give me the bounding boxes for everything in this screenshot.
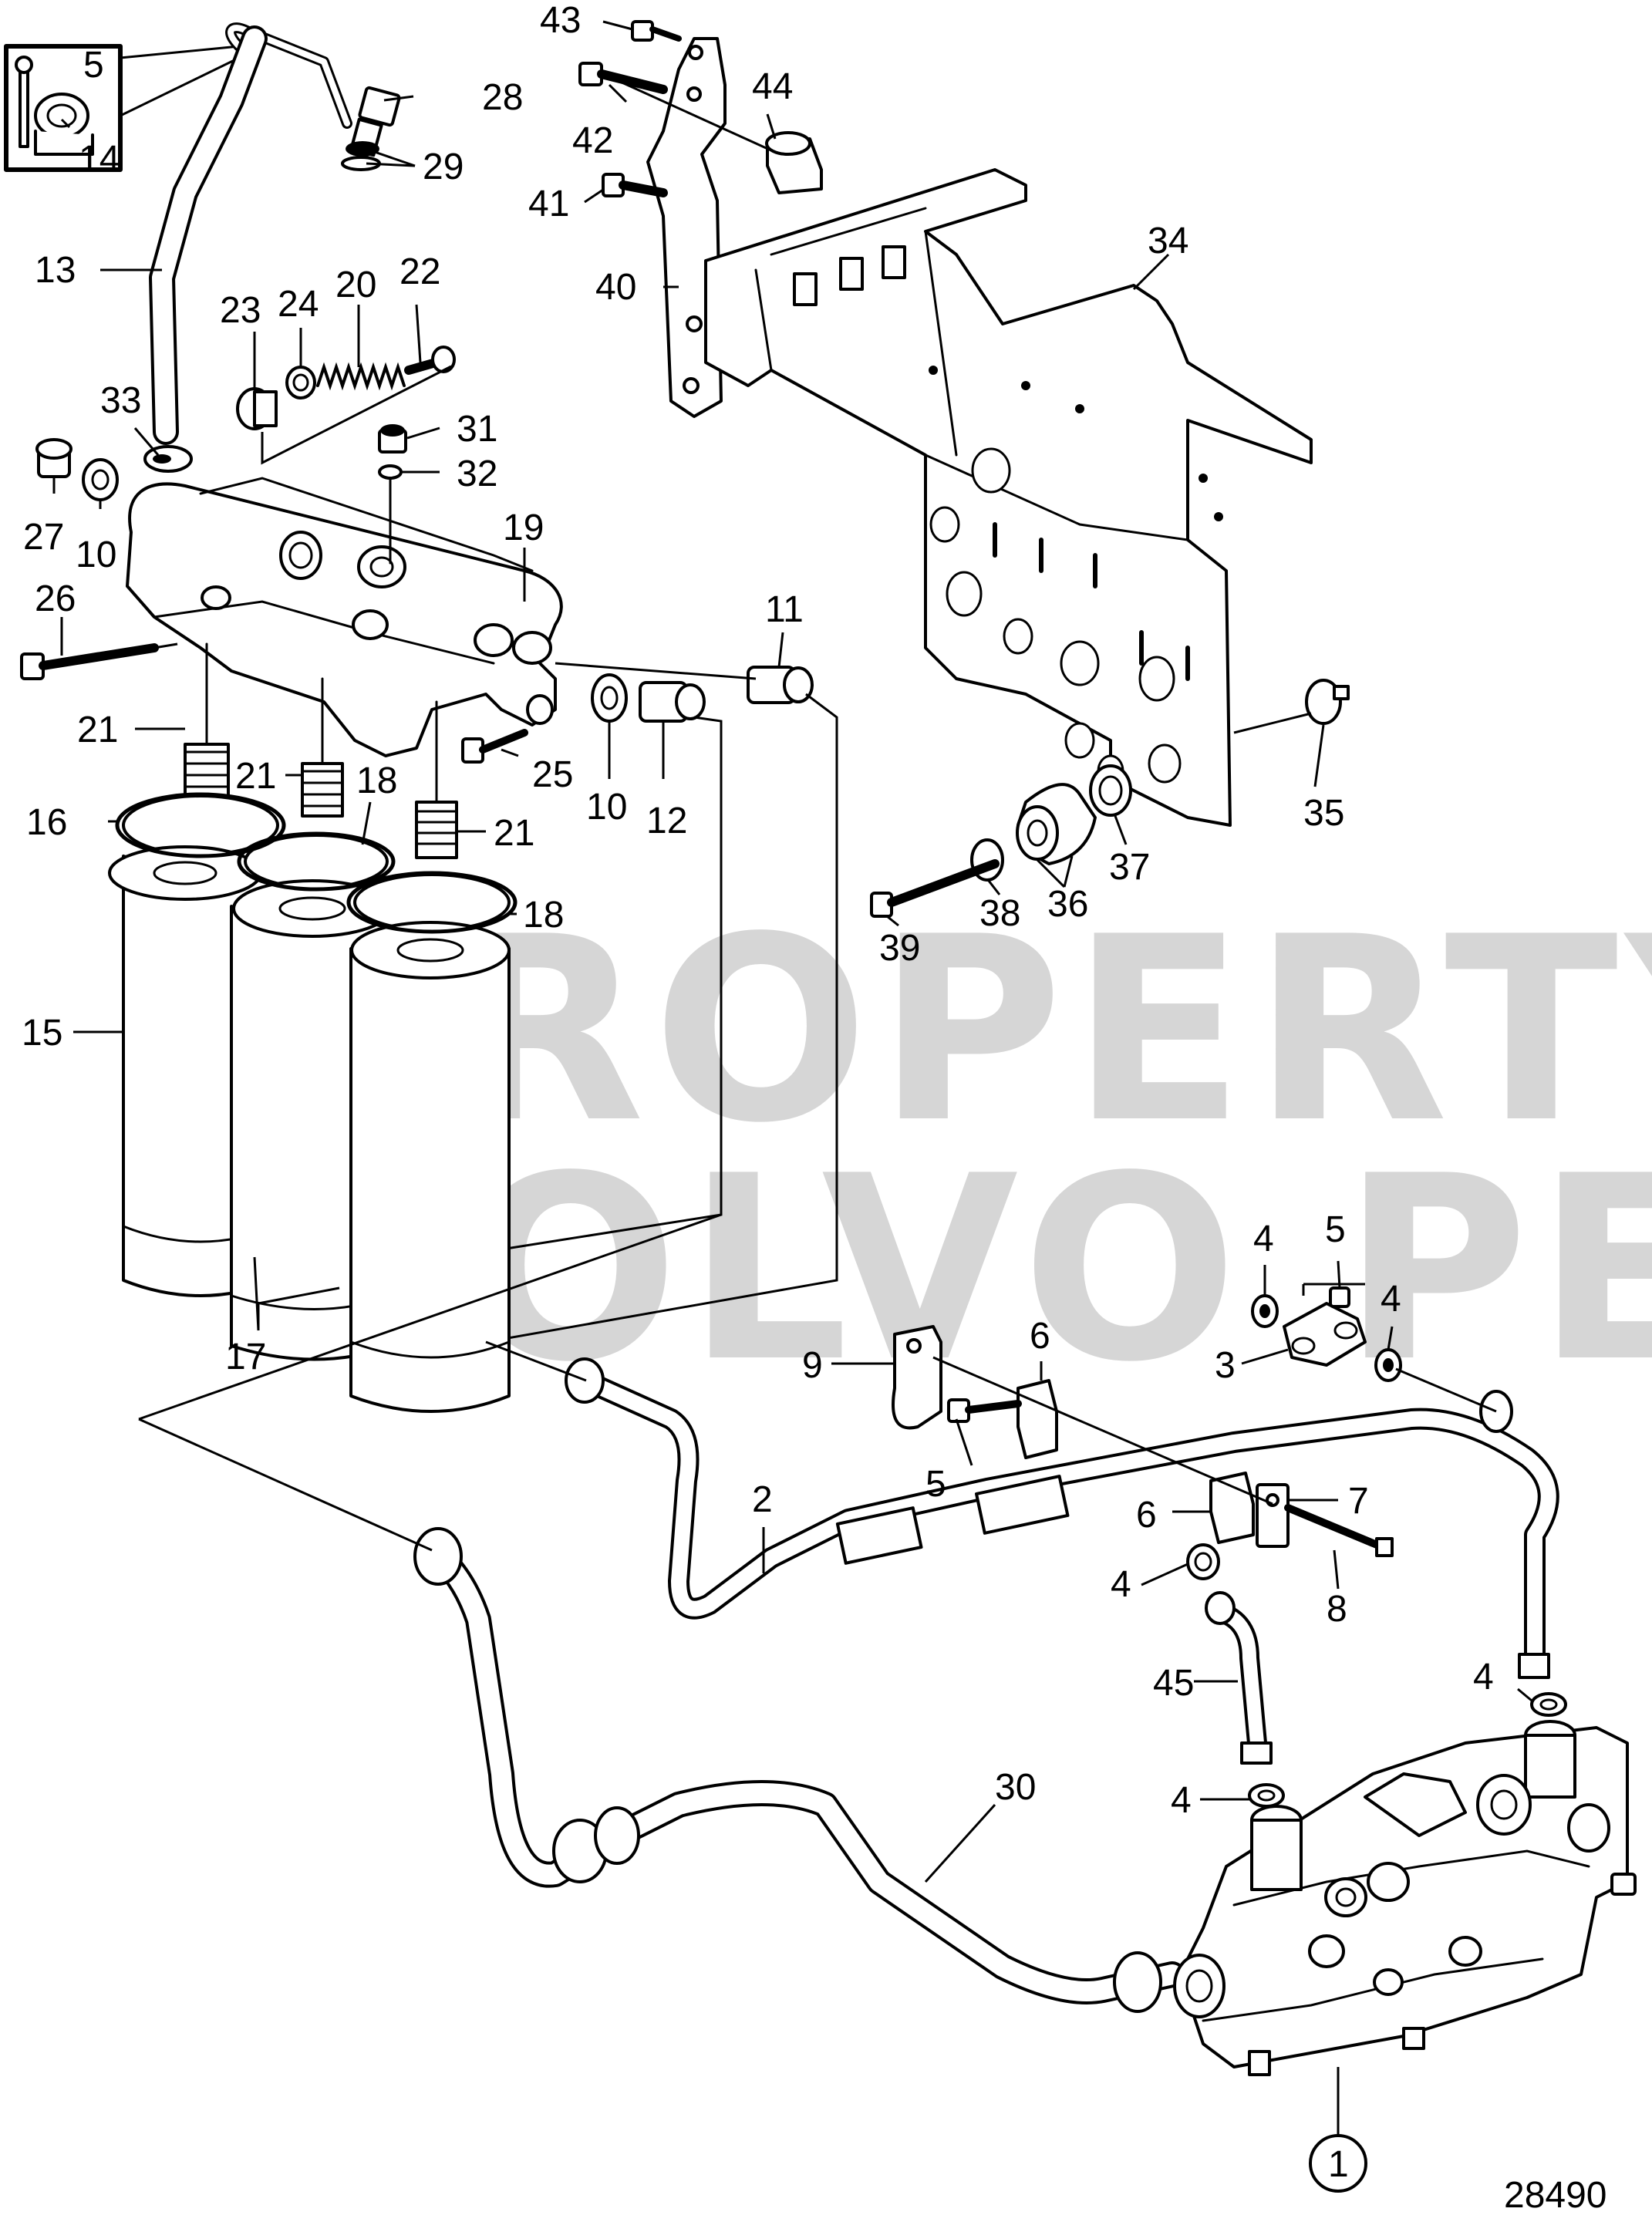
callout-4-pipe: 4 xyxy=(1111,1564,1131,1605)
mounting-bracket-34 xyxy=(704,168,1313,827)
fittings-10-11-12 xyxy=(485,662,838,1344)
plug-31 xyxy=(378,424,407,565)
rubber-mount xyxy=(870,679,1350,918)
callout-10-top: 10 xyxy=(76,534,116,575)
callout-6-upper: 6 xyxy=(1030,1316,1050,1357)
callout-4-cooler-right: 4 xyxy=(1473,1657,1494,1698)
callout-37: 37 xyxy=(1109,847,1150,888)
callout-17: 17 xyxy=(225,1337,266,1377)
banjo-bolt-28 xyxy=(341,86,401,171)
callout-31: 31 xyxy=(457,409,497,450)
inset-detail xyxy=(4,44,240,172)
callout-1: 1 xyxy=(1328,2144,1349,2185)
pipe-clamps xyxy=(892,1325,1394,1557)
callout-34: 34 xyxy=(1148,221,1188,261)
callout-21-left: 21 xyxy=(77,710,118,750)
callout-4-cooler-left: 4 xyxy=(1171,1780,1192,1821)
bolt-26 xyxy=(20,642,178,680)
callout-38: 38 xyxy=(979,893,1020,934)
oil-cooler-housing xyxy=(1173,1720,1637,2136)
callout-6-lower: 6 xyxy=(1136,1495,1157,1536)
callout-30: 30 xyxy=(995,1767,1036,1808)
callout-11: 11 xyxy=(765,589,804,630)
callout-27: 27 xyxy=(23,517,64,558)
callout-42: 42 xyxy=(572,120,613,161)
callout-21-right: 21 xyxy=(494,813,534,854)
callout-18-top: 18 xyxy=(356,760,397,801)
callout-12: 12 xyxy=(646,801,687,841)
filter-housing xyxy=(126,477,563,757)
drawing-number: 28490 xyxy=(1504,2175,1606,2216)
callout-29: 29 xyxy=(423,147,464,187)
callout-14: 14 xyxy=(79,139,120,180)
callout-numbers: 43 44 42 41 40 5 14 28 29 13 23 24 20 22… xyxy=(22,0,1606,2216)
callout-24: 24 xyxy=(278,284,319,325)
callout-7: 7 xyxy=(1348,1481,1369,1522)
callout-18-right: 18 xyxy=(523,895,564,936)
callout-41: 41 xyxy=(528,184,569,224)
callout-4-flange-left: 4 xyxy=(1253,1219,1274,1259)
relief-valve-parts xyxy=(236,346,456,465)
callout-26: 26 xyxy=(35,578,76,619)
callout-13: 13 xyxy=(35,250,76,291)
callout-22: 22 xyxy=(400,251,440,292)
callout-5-flange: 5 xyxy=(1325,1209,1346,1250)
callout-39: 39 xyxy=(879,928,920,969)
callout-33: 33 xyxy=(100,380,141,421)
callout-44: 44 xyxy=(752,66,793,107)
plug-27 xyxy=(35,438,119,501)
callout-3: 3 xyxy=(1215,1345,1236,1386)
flange-3 xyxy=(1186,1283,1567,1808)
callout-2: 2 xyxy=(752,1479,773,1520)
callout-9: 9 xyxy=(802,1345,823,1386)
callout-45: 45 xyxy=(1153,1663,1194,1704)
callout-20: 20 xyxy=(335,265,376,305)
callout-16: 16 xyxy=(26,802,67,843)
bolt-25 xyxy=(461,729,528,764)
callout-21-middle: 21 xyxy=(235,756,276,797)
callout-15: 15 xyxy=(22,1013,62,1054)
callout-leaders xyxy=(52,20,1532,1883)
callout-4-flange-right: 4 xyxy=(1381,1279,1401,1320)
callout-43: 43 xyxy=(540,0,581,41)
callout-25: 25 xyxy=(532,754,573,795)
oil-pipes xyxy=(138,1213,1559,2013)
oil-filters xyxy=(108,792,518,1413)
callout-23: 23 xyxy=(220,290,261,331)
callout-8: 8 xyxy=(1327,1589,1347,1630)
callout-36: 36 xyxy=(1047,884,1088,925)
callout-32: 32 xyxy=(457,453,497,494)
callout-19: 19 xyxy=(503,507,544,548)
callout-10-bottom: 10 xyxy=(586,787,627,828)
callout-35: 35 xyxy=(1303,793,1344,834)
callout-28: 28 xyxy=(482,77,523,118)
callout-5-clamp: 5 xyxy=(925,1464,946,1505)
callout-40: 40 xyxy=(595,267,636,308)
callout-5-inset: 5 xyxy=(83,45,104,86)
